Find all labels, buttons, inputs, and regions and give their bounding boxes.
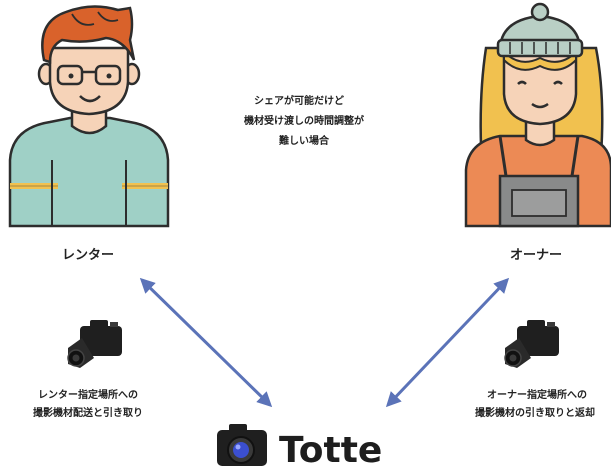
center-text-line3: 難しい場合 [278,134,330,147]
center-text-line2: 機材受け渡しの時間調整が [244,114,365,127]
owner-note-line1: オーナー指定場所への [487,388,587,401]
owner-person-icon [464,2,611,228]
renter-person-icon [8,5,170,228]
brand-name: Totte [279,430,382,471]
renter-note-line2: 撮影機材配送と引き取り [33,406,143,419]
owner-totte-arrow [385,277,510,408]
totte-camera-logo-icon [217,424,267,466]
center-text-line1: シェアが可能だけど [254,94,344,107]
camera-icon [504,320,559,368]
owner-note-line2: 撮影機材の引き取りと返却 [475,406,595,419]
renter-totte-arrow [139,277,273,408]
renter-note-line1: レンター指定場所への [38,388,138,401]
renter-label: レンター [62,248,114,263]
owner-label: オーナー [510,248,562,263]
camera-icon [67,320,122,368]
